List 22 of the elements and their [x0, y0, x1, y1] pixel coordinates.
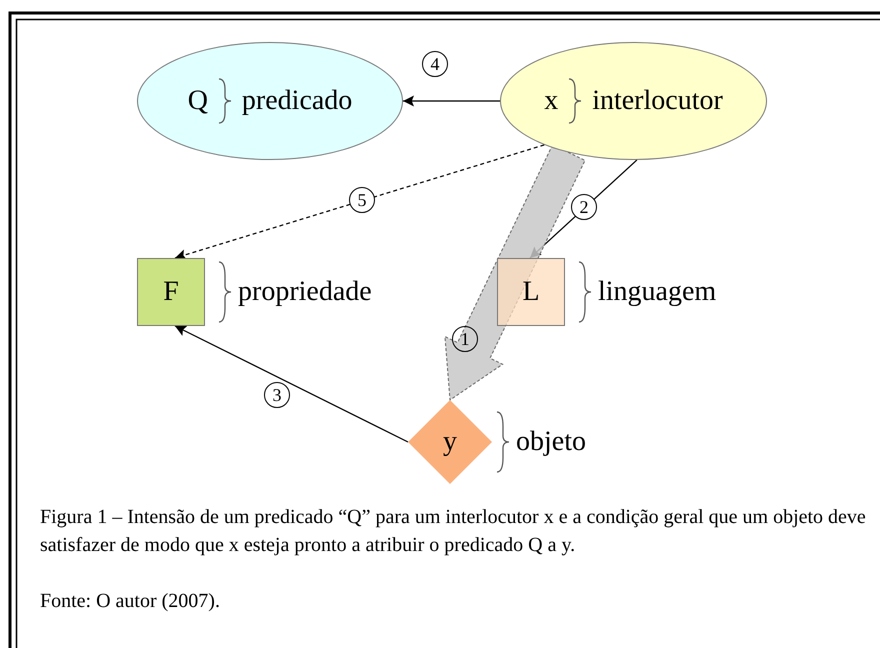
- edge-label: 2: [571, 194, 597, 220]
- node-symbol: F: [163, 276, 179, 308]
- arrow: [174, 325, 408, 443]
- node-caption: objeto: [516, 426, 586, 458]
- edge-label: 1: [452, 326, 478, 352]
- node-symbol: y: [443, 426, 457, 458]
- edge-label: 3: [264, 382, 290, 408]
- dashed-arrow: [174, 144, 544, 260]
- arrow: [403, 96, 500, 106]
- edge-label: 5: [349, 187, 375, 213]
- edge-label: 4: [422, 51, 448, 77]
- node-symbol: x: [544, 85, 558, 117]
- property-box: [137, 258, 205, 326]
- node-caption: propriedade: [238, 276, 372, 308]
- language-box: [497, 258, 565, 326]
- node-symbol: Q: [188, 85, 208, 117]
- figure-caption: Figura 1 – Intensão de um predicado “Q” para um interlocutor x e a condição geral que um objeto deve satisfazer de modo que x esteja pronto a atribuir o predicado Q a y.: [40, 505, 867, 558]
- node-label: predicado: [242, 85, 352, 117]
- node-caption: linguagem: [598, 276, 716, 308]
- source-note: Fonte: O autor (2007).: [40, 589, 221, 614]
- node-symbol: L: [522, 276, 540, 308]
- node-label: interlocutor: [592, 85, 723, 117]
